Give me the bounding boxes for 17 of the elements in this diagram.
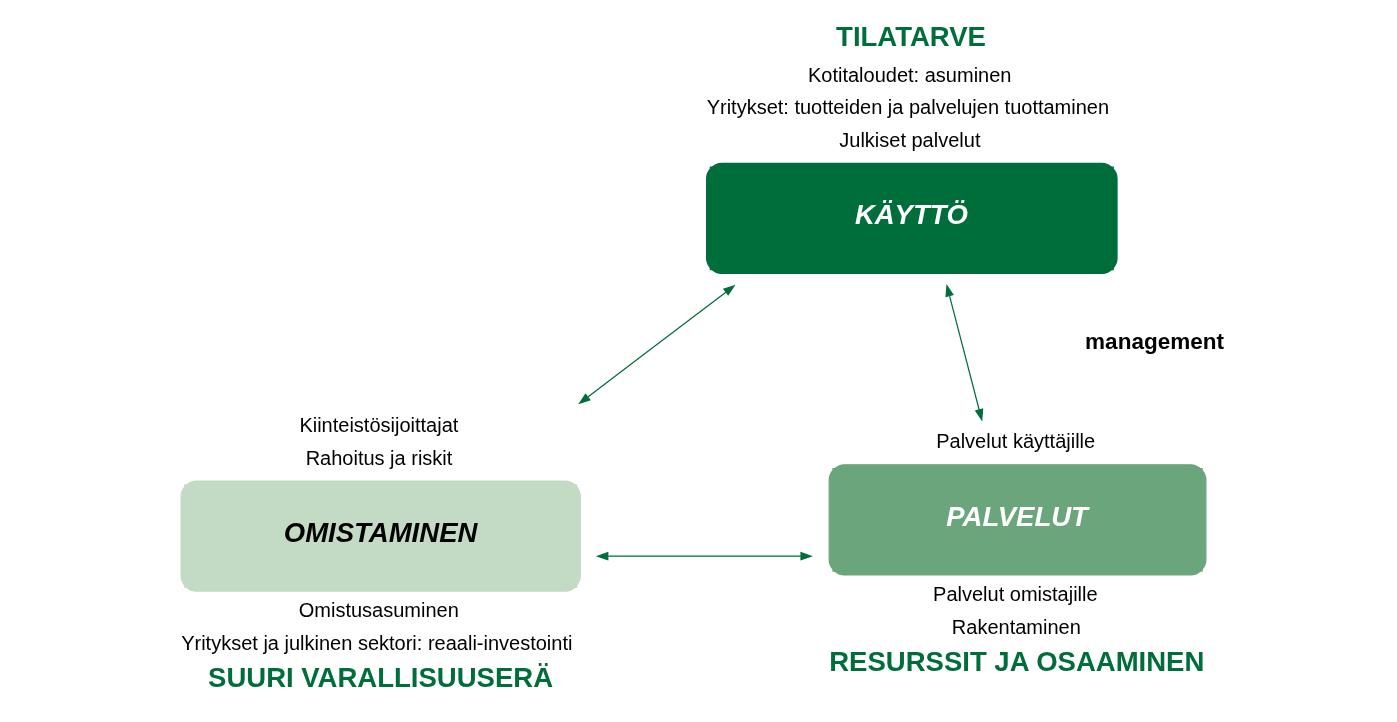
- arrow: [578, 284, 736, 405]
- arrow: [595, 551, 813, 561]
- node-label: Yritykset: tuotteiden ja palvelujen tuottaminen: [706, 96, 1110, 119]
- node-label: Palvelut käyttäjille: [936, 430, 1096, 453]
- node-label: Rakentaminen: [951, 615, 1081, 638]
- node-label: Rahoitus ja riskit: [305, 446, 453, 469]
- node-label: Omistusasuminen: [298, 599, 459, 622]
- node-label: Julkiset palvelut: [839, 128, 981, 151]
- node-label: RESURSSIT JA OSAAMINEN: [829, 645, 1205, 677]
- node-label: Kotitaloudet: asuminen: [807, 63, 1012, 86]
- arrow: [945, 284, 984, 422]
- node-label: TILATARVE: [836, 21, 986, 53]
- node-label: Kiinteistösijoittajat: [299, 414, 459, 437]
- node-label: Yritykset ja julkinen sektori: reaali-investointi: [181, 631, 573, 654]
- node-label: Palvelut omistajille: [933, 582, 1098, 605]
- label: management: [1085, 328, 1224, 354]
- node-label: SUURI VARALLISUUSERÄ: [208, 662, 554, 694]
